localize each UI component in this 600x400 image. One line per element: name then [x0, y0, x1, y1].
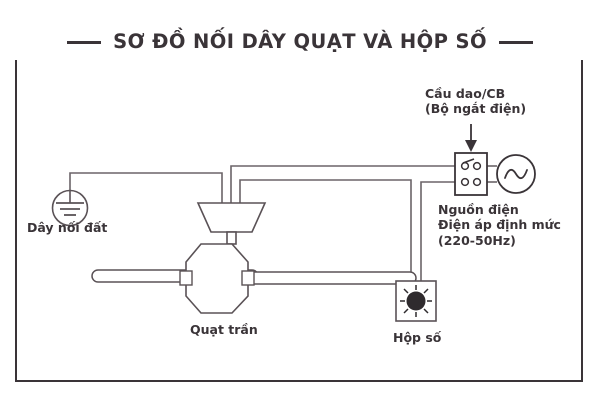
- title-rule-right: [498, 40, 533, 44]
- breaker-terminal-tl: [460, 161, 470, 171]
- fan-blade-tab-right: [241, 270, 255, 286]
- ac-source-sine-wave: [504, 168, 528, 180]
- rotary-knob-icon: [395, 280, 437, 322]
- page-title: SƠ ĐỒ NỐI DÂY QUẠT VÀ HỘP SỐ: [113, 30, 487, 54]
- breaker-terminal-tr: [472, 161, 482, 171]
- down-arrow-icon: [465, 124, 477, 152]
- ac-source-sine-icon: [496, 154, 536, 194]
- wire-fan-to-breaker-upper: [230, 165, 455, 203]
- label-speed-box: Hộp số: [393, 330, 442, 345]
- label-power-source: Nguồn điện Điện áp định mức (220-50Hz): [438, 202, 561, 248]
- wiring-group: [69, 165, 497, 281]
- breaker-switch-blade: [462, 158, 475, 164]
- wire-ground-to-fan: [69, 172, 223, 203]
- fan-downrod: [226, 231, 237, 245]
- speedbox-knob: [406, 291, 426, 311]
- label-circuit-breaker: Cầu dao/CB (Bộ ngắt điện): [425, 86, 527, 117]
- breaker-terminal-bl: [460, 177, 470, 187]
- label-ground-wire: Dây nối đất: [27, 220, 108, 235]
- ceiling-fan-icon: [91, 202, 417, 314]
- fan-blade-right: [247, 271, 417, 285]
- label-ceiling-fan: Quạt trần: [190, 322, 258, 337]
- fan-canopy: [196, 202, 267, 233]
- circuit-breaker-icon: [454, 152, 488, 196]
- earth-ground-icon: [51, 189, 89, 227]
- fan-blade-tab-left: [179, 270, 193, 286]
- speedbox-ticks: [400, 285, 432, 317]
- diagram-title-band: SƠ ĐỒ NỐI DÂY QUẠT VÀ HỘP SỐ: [0, 24, 600, 60]
- breaker-terminal-br: [472, 177, 482, 187]
- title-rule-left: [67, 40, 102, 44]
- wire-fan-to-speedbox: [239, 179, 412, 281]
- wire-breaker-to-speedbox: [420, 181, 455, 281]
- fan-motor-housing: [185, 243, 249, 314]
